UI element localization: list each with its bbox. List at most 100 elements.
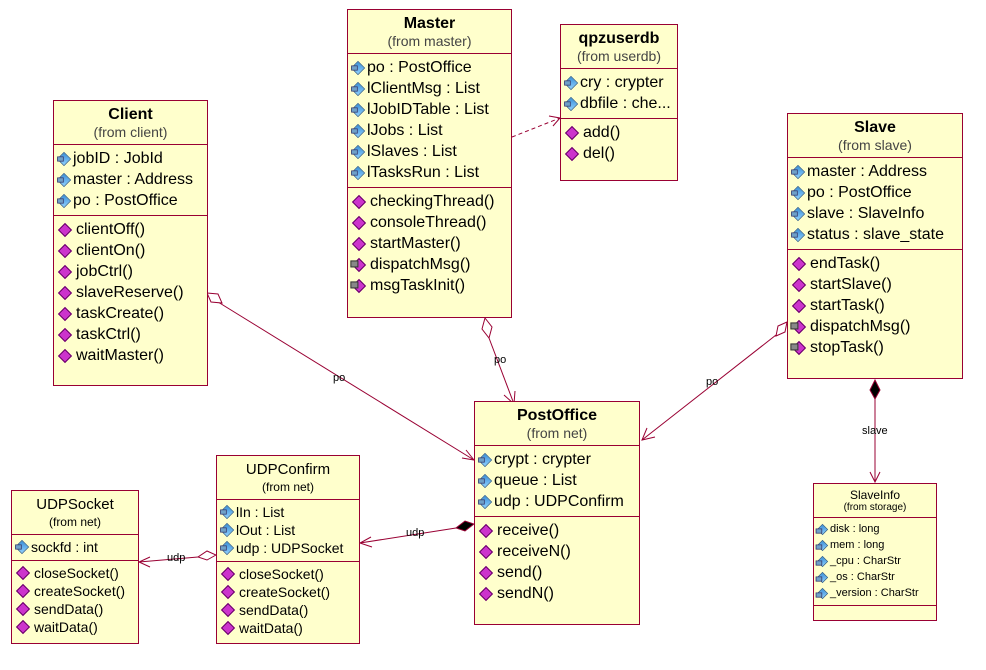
attribute-row[interactable]: po : PostOffice: [790, 182, 959, 203]
attribute-icon: [790, 206, 806, 221]
attribute-text: mem : long: [830, 539, 885, 551]
attribute-icon: [477, 473, 493, 488]
edge-label-slave-po: po: [706, 376, 719, 388]
operation-row[interactable]: add(): [564, 122, 674, 143]
class-package: (from slave): [838, 137, 912, 153]
attribute-row[interactable]: status : slave_state: [790, 224, 959, 245]
edge-master-postoffice[interactable]: [481, 316, 516, 406]
operation-row[interactable]: checkingThread(): [351, 191, 508, 212]
operation-row[interactable]: jobCtrl(): [57, 261, 204, 282]
attribute-row[interactable]: po : PostOffice: [56, 190, 204, 211]
operation-row[interactable]: startMaster(): [351, 233, 508, 254]
attribute-text: lClientMsg : List: [367, 80, 480, 97]
operation-row[interactable]: stopTask(): [791, 337, 959, 358]
operation-row[interactable]: consoleThread(): [351, 212, 508, 233]
attributes-compartment: crypt : crypter queue : List udp : UDPConf…: [475, 446, 639, 516]
operation-row[interactable]: msgTaskInit(): [351, 275, 508, 296]
operation-row[interactable]: clientOff(): [57, 219, 204, 240]
edge-slave-postoffice[interactable]: [641, 321, 788, 441]
attribute-row[interactable]: sockfd : int: [14, 538, 135, 556]
operation-row[interactable]: taskCtrl(): [57, 324, 204, 345]
class-header: Client(from client): [54, 101, 207, 145]
attribute-row[interactable]: po : PostOffice: [350, 57, 508, 78]
operation-text: del(): [583, 145, 616, 162]
attribute-row[interactable]: dbfile : che...: [563, 93, 674, 114]
operation-icon: [791, 256, 807, 271]
attribute-row[interactable]: lSlaves : List: [350, 141, 508, 162]
operation-row[interactable]: waitData(): [220, 619, 356, 637]
attribute-row[interactable]: lJobs : List: [350, 120, 508, 141]
operation-text: taskCreate(): [76, 305, 165, 322]
edge-label-slave-slaveinfo: slave: [862, 425, 888, 437]
edge-master-qpzuserdb[interactable]: [511, 115, 561, 138]
operation-row[interactable]: startTask(): [791, 295, 959, 316]
attribute-row[interactable]: queue : List: [477, 470, 636, 491]
attribute-row[interactable]: cry : crypter: [563, 72, 674, 93]
operation-row[interactable]: clientOn(): [57, 240, 204, 261]
edge-slave-slaveinfo[interactable]: [869, 378, 881, 484]
attribute-row[interactable]: lClientMsg : List: [350, 78, 508, 99]
operation-row[interactable]: slaveReserve(): [57, 282, 204, 303]
operation-text: sendData(): [34, 601, 104, 617]
attribute-row[interactable]: disk : long: [816, 521, 933, 537]
operation-row[interactable]: receive(): [478, 520, 636, 541]
attribute-icon: [790, 185, 806, 200]
operation-row[interactable]: endTask(): [791, 253, 959, 274]
attribute-row[interactable]: master : Address: [56, 169, 204, 190]
operation-row[interactable]: waitData(): [15, 618, 135, 636]
operation-row[interactable]: dispatchMsg(): [351, 254, 508, 275]
operation-row[interactable]: waitMaster(): [57, 345, 204, 366]
attribute-text: queue : List: [494, 472, 577, 489]
attribute-row[interactable]: lOut : List: [219, 521, 356, 539]
operation-icon: [478, 544, 494, 559]
operation-row[interactable]: del(): [564, 143, 674, 164]
attribute-row[interactable]: lTasksRun : List: [350, 162, 508, 183]
operation-row[interactable]: taskCreate(): [57, 303, 204, 324]
operation-icon: [57, 243, 73, 258]
edge-client-postoffice[interactable]: [206, 292, 476, 461]
operation-row[interactable]: sendData(): [15, 600, 135, 618]
attribute-row[interactable]: udp : UDPConfirm: [477, 491, 636, 512]
edge-label-postoffice-udp: udp: [406, 527, 425, 539]
operation-row[interactable]: createSocket(): [15, 582, 135, 600]
attribute-row[interactable]: slave : SlaveInfo: [790, 203, 959, 224]
attribute-icon: [816, 539, 829, 551]
operation-row[interactable]: sendData(): [220, 601, 356, 619]
edge-udpconfirm-udpsocket[interactable]: [137, 550, 218, 568]
operation-row[interactable]: send(): [478, 562, 636, 583]
operation-row[interactable]: sendN(): [478, 583, 636, 604]
attribute-icon: [477, 494, 493, 509]
operation-icon: [220, 584, 236, 600]
operation-row[interactable]: receiveN(): [478, 541, 636, 562]
attribute-row[interactable]: lIn : List: [219, 503, 356, 521]
attribute-row[interactable]: mem : long: [816, 537, 933, 553]
attribute-row[interactable]: jobID : JobId: [56, 148, 204, 169]
attribute-row[interactable]: _version : CharStr: [816, 585, 933, 601]
operation-row[interactable]: closeSocket(): [220, 565, 356, 583]
attribute-icon: [790, 227, 806, 242]
operation-icon: [564, 146, 580, 161]
edge-postoffice-udpconfirm[interactable]: [358, 520, 476, 548]
attribute-icon: [219, 504, 235, 520]
operation-row[interactable]: closeSocket(): [15, 564, 135, 582]
attribute-row[interactable]: udp : UDPSocket: [219, 539, 356, 557]
attribute-row[interactable]: _os : CharStr: [816, 569, 933, 585]
attribute-row[interactable]: master : Address: [790, 161, 959, 182]
operation-row[interactable]: dispatchMsg(): [791, 316, 959, 337]
attribute-row[interactable]: lJobIDTable : List: [350, 99, 508, 120]
attribute-row[interactable]: _cpu : CharStr: [816, 553, 933, 569]
operation-row[interactable]: createSocket(): [220, 583, 356, 601]
operation-text: dispatchMsg(): [370, 256, 471, 273]
operation-row[interactable]: startSlave(): [791, 274, 959, 295]
operation-text: createSocket(): [239, 584, 331, 600]
attribute-row[interactable]: crypt : crypter: [477, 449, 636, 470]
